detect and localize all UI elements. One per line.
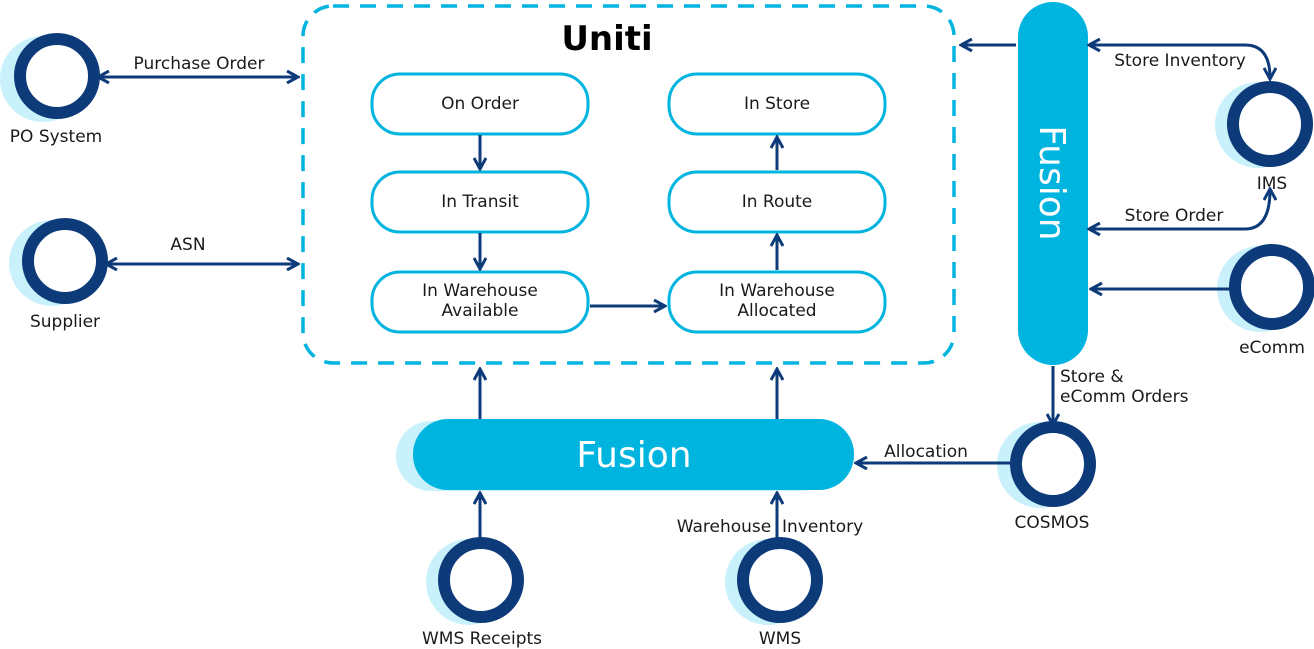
po-system-node: PO System xyxy=(0,33,102,147)
state-in-warehouse-available-line2: Available xyxy=(442,301,519,321)
cosmos-node: COSMOS xyxy=(997,421,1096,533)
state-in-warehouse-allocated-line2: Allocated xyxy=(737,301,816,321)
edge-store-ecomm-orders-line2: eComm Orders xyxy=(1060,387,1189,407)
state-in-warehouse-available: In Warehouse Available xyxy=(370,270,590,334)
fusion-vertical-bar: Fusion xyxy=(1018,2,1088,365)
edge-store-order-label: Store Order xyxy=(1125,206,1224,226)
state-in-route: In Route xyxy=(667,170,887,234)
state-in-warehouse-allocated-line1: In Warehouse xyxy=(719,281,835,301)
po-system-label: PO System xyxy=(10,127,102,147)
state-in-route-label: In Route xyxy=(742,192,813,212)
state-in-warehouse-allocated: In Warehouse Allocated xyxy=(667,270,887,334)
state-in-store: In Store xyxy=(667,72,887,136)
state-on-order-label: On Order xyxy=(441,94,519,114)
arrow-store-inventory xyxy=(1090,45,1270,78)
uniti-container xyxy=(301,4,956,365)
edge-store-inventory-label: Store Inventory xyxy=(1114,51,1246,71)
state-in-transit: In Transit xyxy=(370,170,590,234)
supplier-label: Supplier xyxy=(30,312,100,332)
edge-asn-label: ASN xyxy=(170,235,205,255)
state-in-store-label: In Store xyxy=(744,94,810,114)
state-in-transit-label: In Transit xyxy=(441,192,519,212)
ims-label: IMS xyxy=(1257,174,1287,194)
fusion-horizontal-bar: Fusion xyxy=(396,419,854,491)
ecomm-label: eComm xyxy=(1239,338,1305,358)
state-on-order: On Order xyxy=(370,72,590,136)
fusion-horizontal-label: Fusion xyxy=(576,435,691,476)
wms-receipts-label: WMS Receipts xyxy=(422,629,542,649)
supplier-node: Supplier xyxy=(9,218,108,332)
uniti-title: Uniti xyxy=(561,19,652,59)
ecomm-node: eComm xyxy=(1217,244,1314,358)
wms-label: WMS xyxy=(759,629,801,649)
cosmos-label: COSMOS xyxy=(1015,513,1090,533)
arrow-store-order xyxy=(1090,190,1270,229)
wms-node: WMS xyxy=(725,537,823,649)
ims-node: IMS xyxy=(1215,81,1313,194)
edge-warehouse-inventory-label: Warehouse Inventory xyxy=(677,517,864,537)
wms-receipts-node: WMS Receipts xyxy=(422,537,542,649)
fusion-vertical-label: Fusion xyxy=(1031,125,1072,240)
edge-allocation-label: Allocation xyxy=(884,442,968,462)
edge-store-ecomm-orders-line1: Store & xyxy=(1060,367,1124,387)
edge-purchase-order-label: Purchase Order xyxy=(134,54,265,74)
state-in-warehouse-available-line1: In Warehouse xyxy=(422,281,538,301)
